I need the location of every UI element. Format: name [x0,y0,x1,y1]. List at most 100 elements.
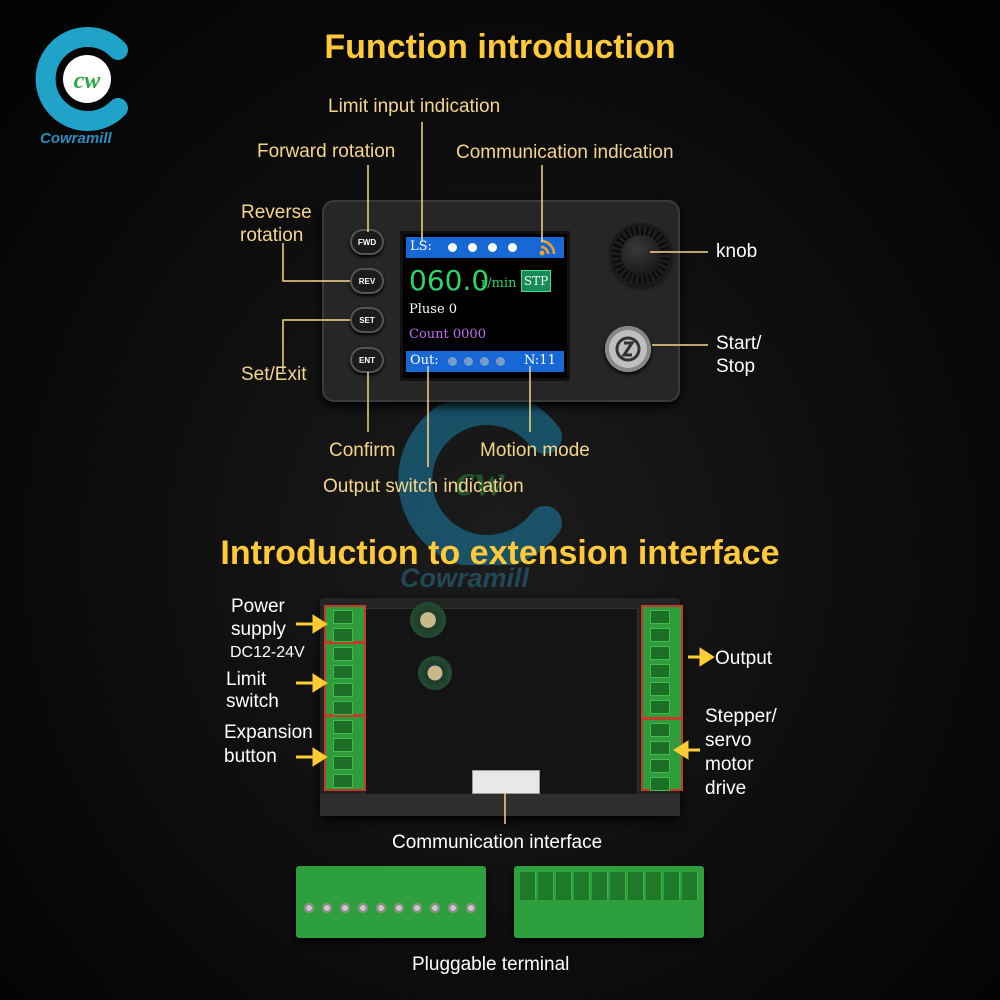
terminal-screw [412,903,422,913]
lcd-limit-label: LS: [410,239,432,254]
lcd-mode-label: N:11 [524,353,556,368]
lcd-pulse-row: Pluse 0 [409,302,457,317]
terminal-slot [650,664,670,678]
label-expansion-line2: button [224,746,277,767]
terminal-slot [333,738,353,752]
terminal-pin [538,872,554,900]
label-confirm: Confirm [329,440,396,461]
terminal-pin [646,872,662,900]
watermark-name: Cowramill [400,563,530,593]
terminal-pin [664,872,680,900]
terminal-screw [394,903,404,913]
terminal-pin [628,872,644,900]
limit-dot-2 [468,243,477,252]
terminal-slot [650,610,670,624]
callout-lines-function [282,122,708,467]
terminal-pin [682,872,698,900]
terminal-slot [333,720,353,734]
terminal-slot [333,647,353,661]
fwd-button[interactable]: FWD [350,229,384,255]
terminal-slot [333,628,353,642]
terminal-screw [466,903,476,913]
label-power-line3: DC12-24V [230,644,305,661]
terminal-screw [358,903,368,913]
rotary-knob[interactable] [612,226,670,284]
terminal-pin [574,872,590,900]
label-stepper-line4: drive [705,778,747,799]
terminal-slot [650,628,670,642]
terminal-screw [430,903,440,913]
svg-text:cw: cw [456,456,506,505]
label-forward-rotation: Forward rotation [257,141,396,162]
label-limit-line2: switch [226,691,279,712]
lcd-mode-badge: STP [521,270,551,292]
lcd-count-row: Count 0000 [409,327,486,342]
terminal-slot [650,759,670,773]
terminal-slot [650,777,670,791]
terminal-pin [592,872,608,900]
label-motion-mode: Motion mode [480,440,590,461]
label-stepper-line1: Stepper/ [705,706,777,727]
terminal-slot [650,682,670,696]
terminal-slot [333,774,353,788]
communication-connector[interactable] [472,770,540,794]
label-knob: knob [716,241,758,262]
limit-dot-3 [488,243,497,252]
lcd-out-label: Out: [410,353,439,368]
svg-text:cw: cw [74,68,102,94]
terminal-pin [556,872,572,900]
out-dot-1 [448,357,457,366]
label-output: Output [715,648,773,669]
lcd-count-label: Count [409,327,449,342]
label-power-line1: Power [231,596,285,617]
lcd-speed-value: 060.0 [409,264,490,297]
label-reverse-line1: Reverse [241,202,312,223]
label-power-line2: supply [231,619,286,640]
callout-arrows-extension [296,614,715,824]
terminal-screw [322,903,332,913]
out-dot-2 [464,357,473,366]
terminal-pin [520,872,536,900]
power-icon [615,336,641,362]
label-stepper-line2: servo [705,730,752,751]
board-footer [320,794,680,816]
ent-button[interactable]: ENT [350,347,384,373]
pluggable-terminal-screw [296,866,486,938]
terminal-slot [650,741,670,755]
label-communication-interface: Communication interface [392,832,603,853]
lcd-bottom-bar: Out: N:11 [406,351,564,372]
pcb [364,608,638,795]
label-communication-indication: Communication indication [456,142,674,163]
out-dot-3 [480,357,489,366]
lcd-speed-unit: r/min [481,276,517,291]
rev-button[interactable]: REV [350,268,384,294]
label-limit-line1: Limit [226,669,267,690]
label-reverse-line2: rotation [240,225,304,246]
terminal-slot [333,665,353,679]
brand-logo: cw Cowramill [30,22,145,157]
lcd-count-value: 0000 [452,327,486,342]
knob-cap [621,235,661,275]
terminal-screw [340,903,350,913]
set-button[interactable]: SET [350,307,384,333]
lcd-top-bar: LS: [406,237,564,258]
terminal-slot [650,723,670,737]
terminal-slot [650,700,670,714]
label-set-exit: Set/Exit [241,364,307,385]
label-limit-input: Limit input indication [328,96,501,117]
brand-name: Cowramill [40,130,112,147]
terminal-slot [650,646,670,660]
terminal-screw [448,903,458,913]
section-title-function: Function introduction [324,28,676,66]
capacitor [410,602,446,638]
terminal-screw [376,903,386,913]
section-title-extension: Introduction to extension interface [220,534,780,572]
out-dot-4 [496,357,505,366]
capacitor [418,656,452,690]
label-stepper-line3: motor [705,754,754,775]
terminal-slot [333,701,353,715]
terminal-pin [610,872,626,900]
start-stop-button[interactable] [605,326,651,372]
lcd-display: LS: 060.0 r/min STP Pluse 0 Count 0000 [400,231,570,381]
